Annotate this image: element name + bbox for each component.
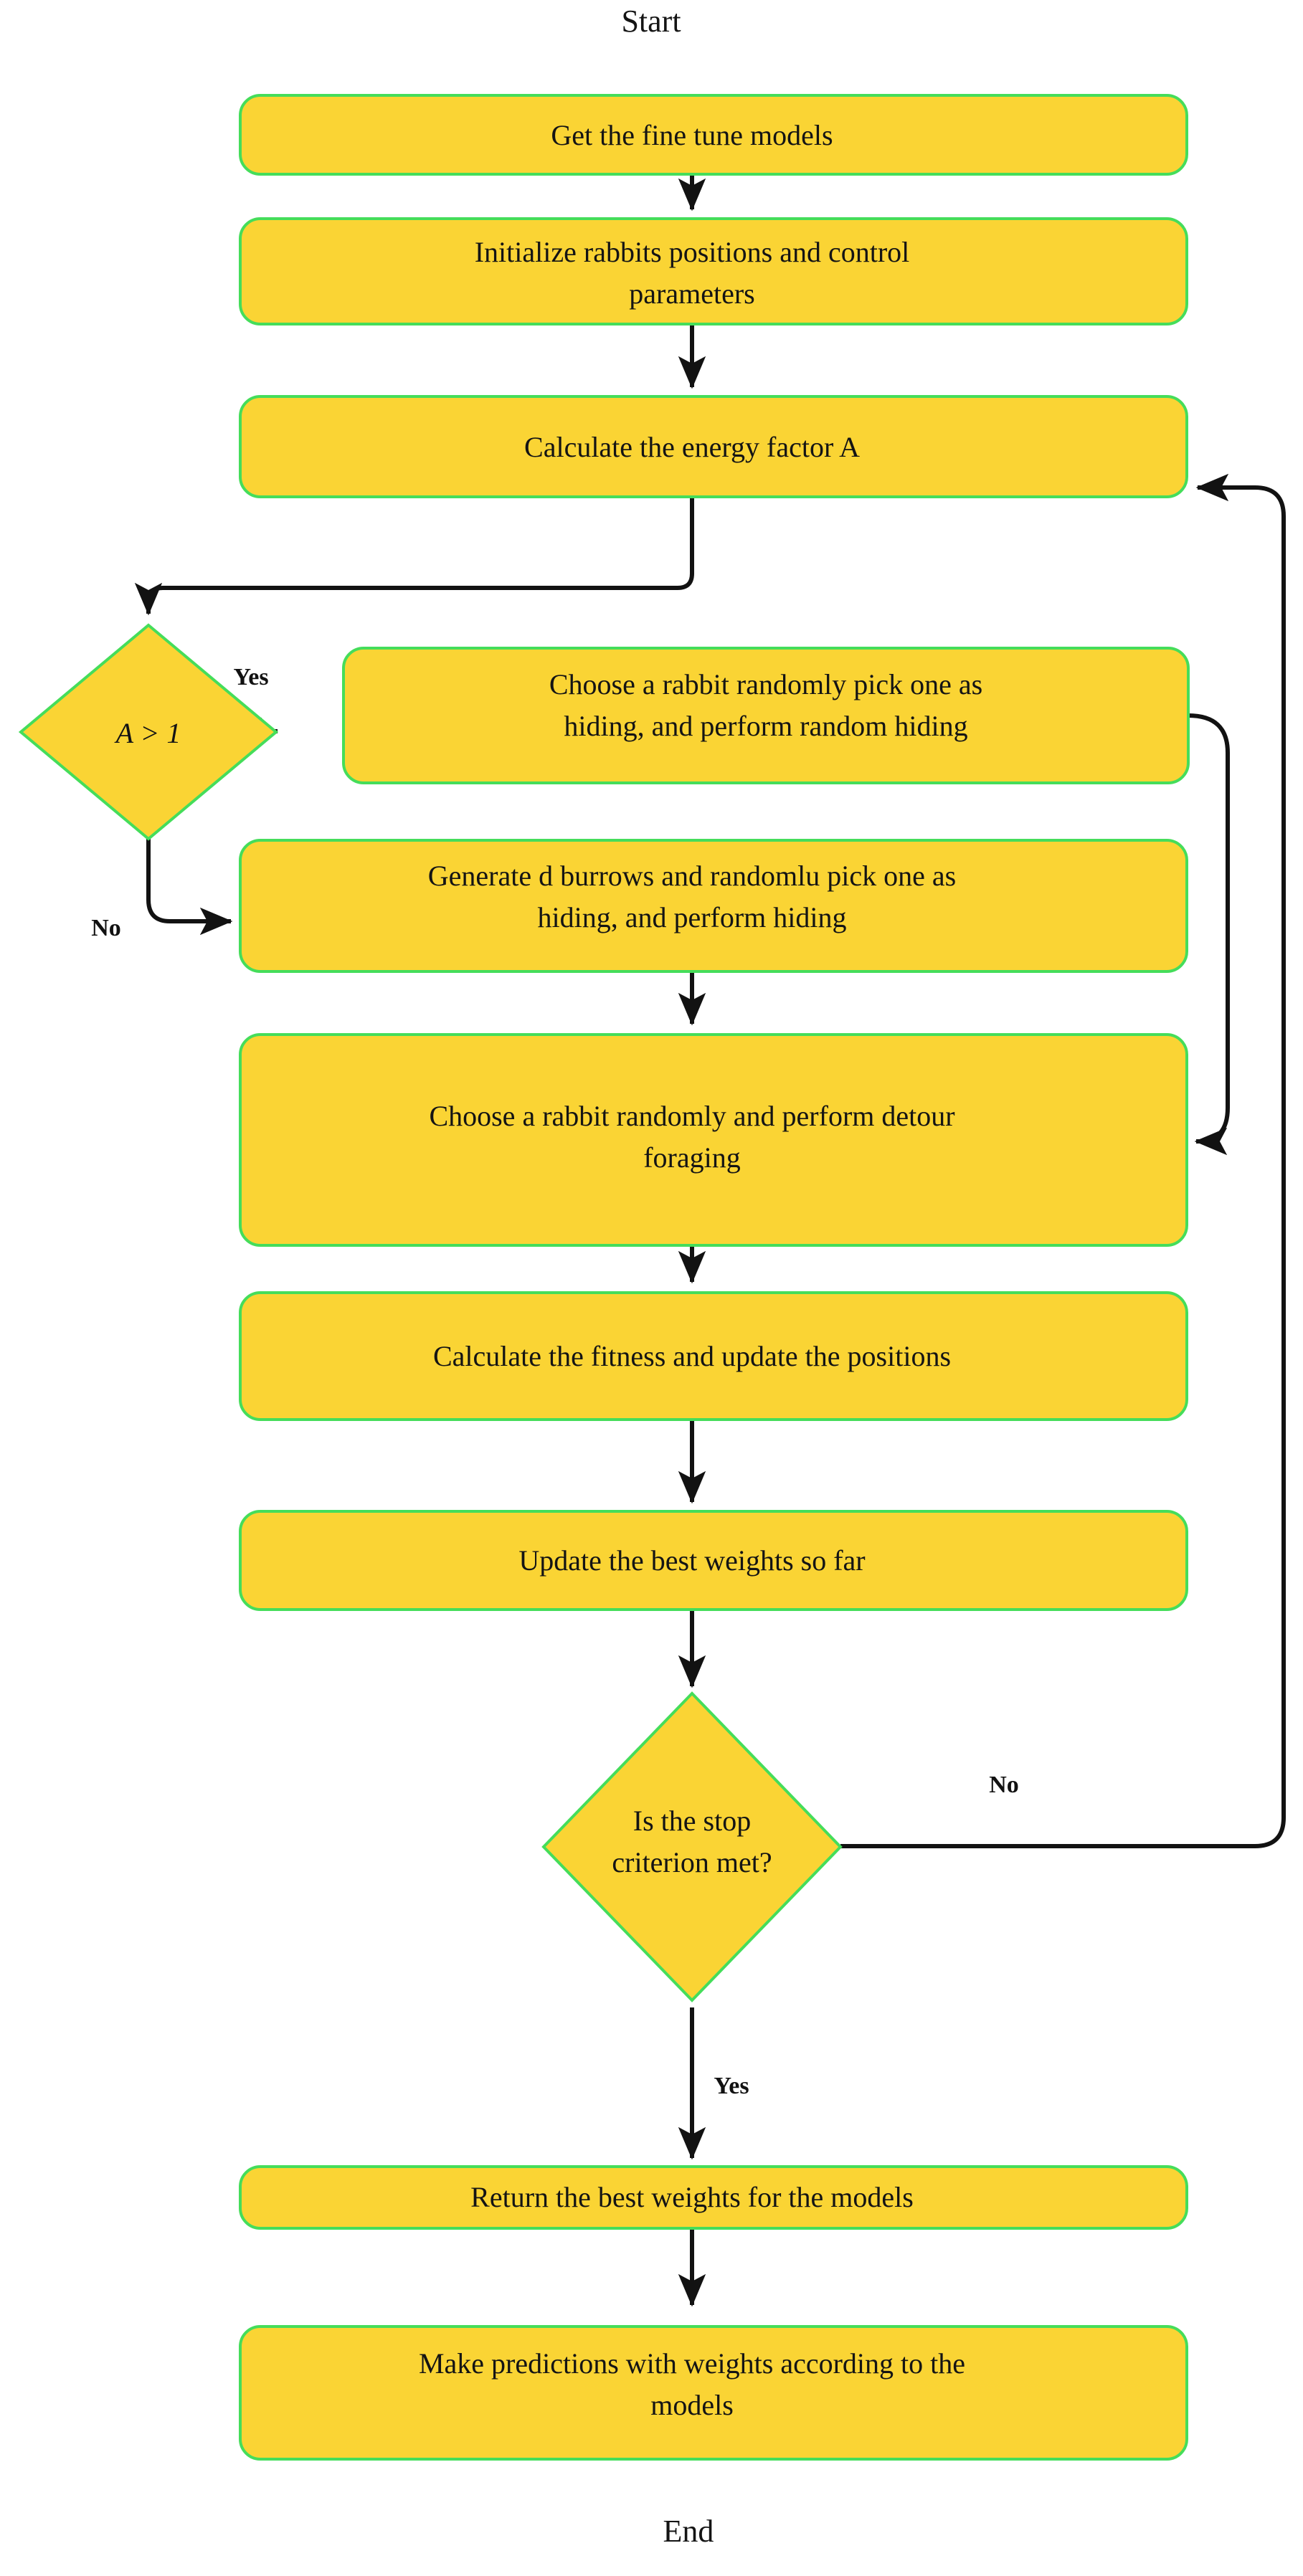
node-detour-foraging[interactable]: Choose a rabbit randomly and perform det… [239,1033,1188,1247]
energy-factor-shape[interactable] [239,395,1188,498]
node-generate-burrows[interactable]: Generate d burrows and randomlu pick one… [239,839,1188,973]
random-hiding-line-2: hiding, and perform random hiding [564,710,967,742]
edge-stop-no-loop-to-energy [840,473,1286,1848]
start-label: Start [621,4,681,39]
get-models-shape[interactable] [239,94,1188,176]
edge-decision-no-to-burrows [146,839,233,936]
node-stop-criterion[interactable]: Is the stop criterion met? [541,1691,843,2002]
stop-criterion-shape[interactable] [541,1691,843,2002]
random-hiding-shape[interactable] [342,647,1190,784]
update-best-line-1: Update the best weights so far [518,1544,865,1577]
stop-criterion-line-2: criterion met? [612,1846,772,1878]
update-best-shape[interactable] [239,1510,1188,1611]
detour-foraging-shape[interactable] [239,1033,1188,1247]
init-rabbits-line-2: parameters [629,277,754,310]
edge-layer [134,174,1286,2307]
generate-burrows-line-1: Generate d burrows and randomlu pick one… [428,860,956,892]
return-weights-line-1: Return the best weights for the models [470,2181,914,2213]
edge-label-stop-yes: Yes [714,2073,749,2099]
return-weights-shape[interactable] [239,2165,1188,2230]
terminal-start: Start [621,4,681,39]
node-calc-fitness[interactable]: Calculate the fitness and update the pos… [239,1291,1188,1421]
end-label: End [663,2514,714,2549]
generate-burrows-shape[interactable] [239,839,1188,973]
node-return-weights[interactable]: Return the best weights for the models [239,2165,1188,2230]
init-rabbits-line-1: Initialize rabbits positions and control [475,236,910,268]
energy-factor-line-1: Calculate the energy factor A [524,431,860,463]
get-models-line-1: Get the fine tune models [551,119,833,151]
edge-label-stop-no: No [989,1772,1019,1798]
calc-fitness-shape[interactable] [239,1291,1188,1421]
make-predictions-line-2: models [650,2389,734,2421]
edge-label-a-yes: Yes [233,664,268,690]
terminal-end: End [663,2514,714,2549]
calc-fitness-line-1: Calculate the fitness and update the pos… [433,1340,951,1372]
detour-foraging-line-1: Choose a rabbit randomly and perform det… [429,1100,954,1132]
node-random-hiding[interactable]: Choose a rabbit randomly pick one as hid… [342,647,1190,784]
edge-random-hiding-loop-to-detour [1188,713,1230,1156]
node-make-predictions[interactable]: Make predictions with weights according … [239,2325,1188,2461]
edge-energy-to-decision [134,497,694,616]
node-a-greater-1[interactable]: A > 1 [18,623,279,841]
generate-burrows-line-2: hiding, and perform hiding [537,901,846,933]
edge-label-a-no: No [91,915,121,941]
a-greater-1-line-1: A > 1 [114,717,181,749]
node-energy-factor[interactable]: Calculate the energy factor A [239,395,1188,498]
make-predictions-line-1: Make predictions with weights according … [419,2347,965,2380]
init-rabbits-shape[interactable] [239,217,1188,325]
node-init-rabbits[interactable]: Initialize rabbits positions and control… [239,217,1188,325]
node-get-models[interactable]: Get the fine tune models [239,94,1188,176]
random-hiding-line-1: Choose a rabbit randomly pick one as [549,668,982,700]
detour-foraging-line-2: foraging [643,1141,741,1174]
node-update-best[interactable]: Update the best weights so far [239,1510,1188,1611]
a-greater-1-shape[interactable] [18,623,279,841]
make-predictions-shape[interactable] [239,2325,1188,2461]
stop-criterion-line-1: Is the stop [633,1805,751,1837]
